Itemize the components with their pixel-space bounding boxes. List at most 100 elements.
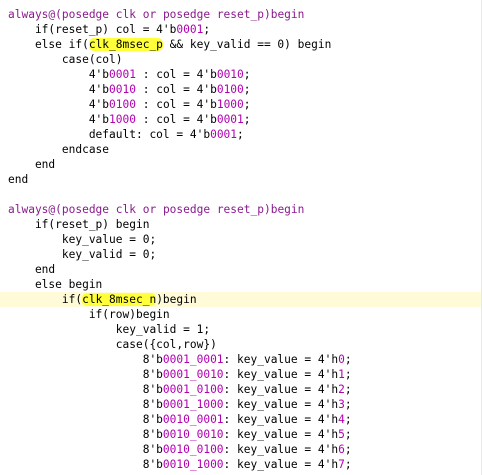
code-token: ; [243, 83, 251, 96]
code-line-text: 8'b0001_0010: key_value = 4'h1; [8, 367, 352, 382]
code-line-text: end [8, 262, 55, 277]
number-literal: 1000 [216, 98, 244, 111]
code-token: default: col = 4'b [8, 128, 211, 141]
code-token: ; [344, 413, 352, 426]
code-line[interactable]: 8'b0010_0010: key_value = 4'h5; [0, 427, 482, 442]
code-token: : key_value = 4'h [223, 383, 339, 396]
code-line-text: case({col,row}) [8, 337, 217, 352]
code-line[interactable]: 8'b0010_1000: key_value = 4'h7; [0, 457, 482, 472]
code-line-text: else begin [8, 277, 102, 292]
code-line-text: 8'b0001_1000: key_value = 4'h3; [8, 397, 352, 412]
code-line[interactable]: 8'b0010_0100: key_value = 4'h6; [0, 442, 482, 457]
code-token: : col = 4'b [136, 68, 217, 81]
keyword-token: posedge reset_p)begin [156, 203, 305, 216]
code-token: else if( [8, 38, 89, 51]
number-literal: 0001 [176, 23, 204, 36]
code-line[interactable]: 4'b0001 : col = 4'b0010; [0, 67, 482, 82]
code-token: ; [243, 68, 251, 81]
code-line[interactable]: else if(clk_8msec_p && key_valid == 0) b… [0, 37, 482, 52]
code-token: ; [243, 113, 251, 126]
code-token: ; [344, 428, 352, 441]
code-line[interactable]: 4'b1000 : col = 4'b0001; [0, 112, 482, 127]
code-token: ; [243, 98, 251, 111]
code-line[interactable]: if(reset_p) col = 4'b0001; [0, 22, 482, 37]
code-token: : col = 4'b [136, 83, 217, 96]
number-literal: 0001 [109, 68, 136, 81]
code-line[interactable]: 4'b0010 : col = 4'b0100; [0, 82, 482, 97]
code-token: ; [203, 23, 211, 36]
code-line-text: 4'b1000 : col = 4'b0001; [8, 112, 251, 127]
code-token: end [8, 263, 56, 276]
code-token: if(reset_p) begin [8, 218, 150, 231]
highlighted-token: clk_8msec_n [82, 293, 157, 306]
code-token: if(row)begin [8, 308, 170, 321]
number-literal: 0010_0001 [162, 413, 224, 426]
code-token: 4'b [8, 83, 110, 96]
code-line[interactable]: if(row)begin [0, 307, 482, 322]
code-line[interactable]: 8'b0001_0001: key_value = 4'h0; [0, 352, 482, 367]
code-token: if(reset_p) col = 4'b [8, 23, 177, 36]
code-line-text: 8'b0010_1000: key_value = 4'h7; [8, 457, 352, 472]
code-line[interactable]: if(clk_8msec_n)begin [0, 292, 482, 307]
code-line[interactable]: if(reset_p) begin [0, 217, 482, 232]
code-token: : col = 4'b [136, 98, 217, 111]
code-line[interactable]: 8'b0001_0100: key_value = 4'h2; [0, 382, 482, 397]
number-literal: 0100 [109, 98, 136, 111]
code-line[interactable]: endcase [0, 142, 482, 157]
code-line-text: 4'b0010 : col = 4'b0100; [8, 82, 251, 97]
code-line[interactable]: end [0, 157, 482, 172]
code-line[interactable]: end [0, 262, 482, 277]
code-line-text: end [8, 157, 55, 172]
code-token: ; [237, 128, 244, 141]
code-token: else begin [8, 278, 103, 291]
keyword-token: or [142, 203, 157, 216]
code-line-text: 8'b0010_0010: key_value = 4'h5; [8, 427, 352, 442]
code-token: ; [344, 383, 352, 396]
code-token: 8'b [8, 458, 163, 471]
code-line-text: end [8, 172, 28, 187]
code-line[interactable]: key_valid = 1; [0, 322, 482, 337]
number-literal: 0 [338, 353, 345, 366]
code-token: : key_value = 4'h [223, 413, 339, 426]
code-line-text: if(reset_p) begin [8, 217, 150, 232]
code-line[interactable]: 8'b0010_0001: key_value = 4'h4; [0, 412, 482, 427]
code-token: : key_value = 4'h [223, 443, 339, 456]
code-line[interactable]: 4'b0100 : col = 4'b1000; [0, 97, 482, 112]
code-token: case({col,row}) [8, 338, 217, 351]
code-line-text: always@(posedge clk or posedge reset_p)b… [8, 7, 304, 22]
code-line[interactable]: always@(posedge clk or posedge reset_p)b… [0, 7, 482, 22]
code-line[interactable]: end [0, 172, 482, 187]
code-line[interactable]: default: col = 4'b0001; [0, 127, 482, 142]
code-line[interactable]: 8'b0001_1000: key_value = 4'h3; [0, 397, 482, 412]
code-token: : key_value = 4'h [223, 398, 339, 411]
code-line[interactable]: always@(posedge clk or posedge reset_p)b… [0, 202, 482, 217]
code-line-text: key_valid = 1; [8, 322, 210, 337]
code-token: 8'b [8, 353, 163, 366]
code-token: 8'b [8, 368, 163, 381]
code-line-text: 4'b0001 : col = 4'b0010; [8, 67, 251, 82]
code-line[interactable]: key_valid = 0; [0, 247, 482, 262]
number-literal: 5 [338, 428, 345, 441]
code-token: : key_value = 4'h [223, 368, 339, 381]
number-literal: 3 [338, 398, 345, 411]
code-token: ; [344, 368, 352, 381]
code-line-text: endcase [8, 142, 109, 157]
code-token: ; [344, 458, 352, 471]
code-token: : key_value = 4'h [223, 428, 339, 441]
number-literal: 1 [338, 368, 345, 381]
code-token: 4'b [8, 68, 110, 81]
code-token: end [8, 158, 56, 171]
code-token: : key_value = 4'h [223, 458, 339, 471]
code-line[interactable]: 8'b0001_0010: key_value = 4'h1; [0, 367, 482, 382]
number-literal: 1000 [109, 113, 136, 126]
code-line[interactable] [0, 187, 482, 202]
code-token: && key_valid == 0) begin [162, 38, 332, 51]
code-line[interactable]: key_value = 0; [0, 232, 482, 247]
code-token: ; [344, 398, 352, 411]
code-line[interactable]: else begin [0, 277, 482, 292]
number-literal: 0001_0010 [162, 368, 224, 381]
code-line[interactable]: case({col,row}) [0, 337, 482, 352]
code-line-text: 4'b0100 : col = 4'b1000; [8, 97, 251, 112]
code-line[interactable]: case(col) [0, 52, 482, 67]
